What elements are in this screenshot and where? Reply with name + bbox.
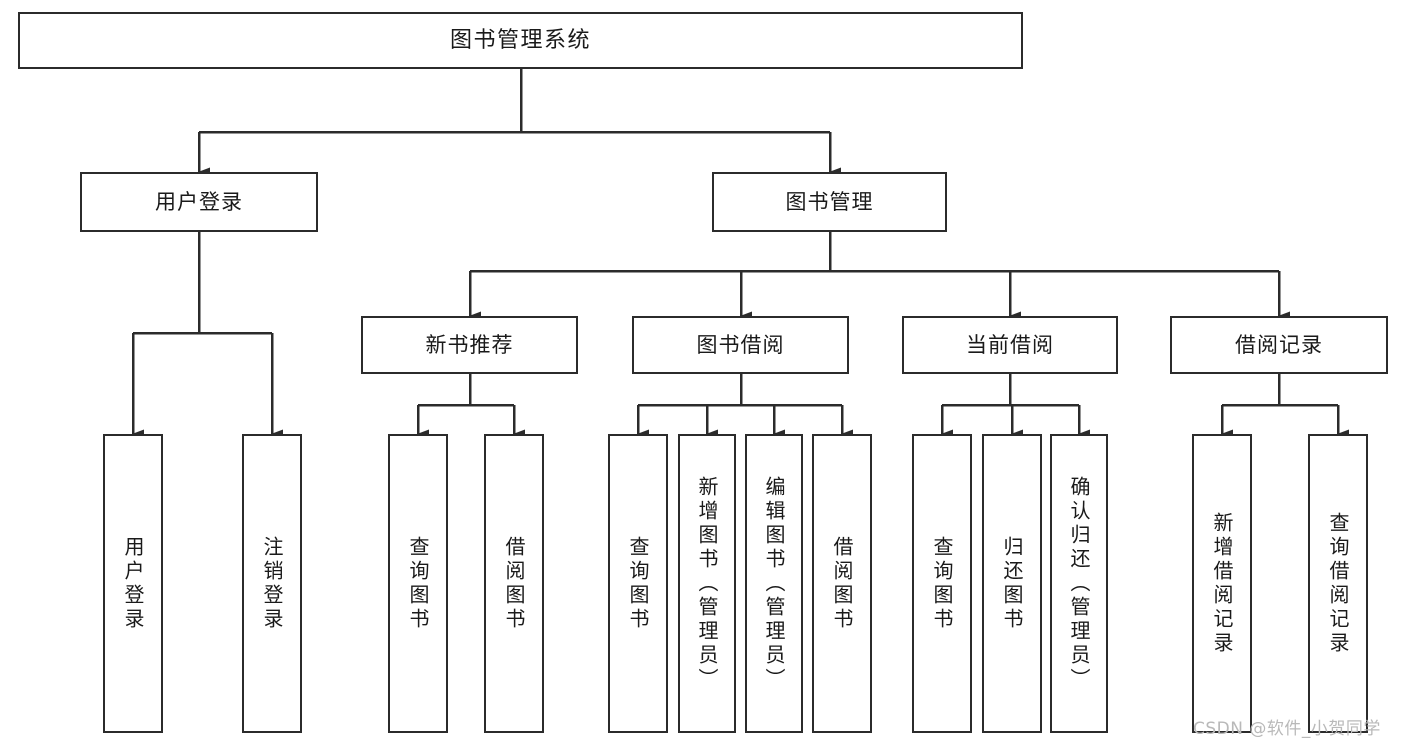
node-leaf-11[interactable]: 确认归还（管理员）	[1050, 434, 1108, 733]
node-leaf-1[interactable]: 用户登录	[103, 434, 163, 733]
node-leaf-2[interactable]: 注销登录	[242, 434, 302, 733]
node-label: 借阅图书	[830, 535, 854, 632]
node-leaf-13[interactable]: 查询借阅记录	[1308, 434, 1368, 733]
node-leaf-5[interactable]: 查询图书	[608, 434, 668, 733]
node-label: 用户登录	[121, 535, 145, 632]
node-label: 归还图书	[1000, 535, 1024, 632]
node-leaf-8[interactable]: 借阅图书	[812, 434, 872, 733]
node-label: 当前借阅	[966, 332, 1054, 357]
node-label: 新书推荐	[425, 332, 514, 357]
node-label: 查询图书	[406, 535, 430, 632]
node-leaf-6[interactable]: 新增图书（管理员）	[678, 434, 736, 733]
node-book-borrow[interactable]: 图书借阅	[632, 316, 849, 374]
node-leaf-9[interactable]: 查询图书	[912, 434, 972, 733]
node-leaf-12[interactable]: 新增借阅记录	[1192, 434, 1252, 733]
node-label: 图书管理系统	[449, 27, 591, 53]
node-leaf-4[interactable]: 借阅图书	[484, 434, 544, 733]
node-label: 新增图书（管理员）	[695, 475, 719, 692]
node-label: 查询借阅记录	[1326, 511, 1350, 656]
node-label: 注销登录	[260, 535, 284, 632]
node-new-book-rec[interactable]: 新书推荐	[361, 316, 578, 374]
node-label: 借阅记录	[1235, 332, 1323, 357]
node-label: 用户登录	[155, 189, 243, 214]
node-label: 查询图书	[930, 535, 954, 632]
node-label: 图书管理	[785, 189, 874, 214]
node-label: 查询图书	[626, 535, 650, 632]
node-label: 图书借阅	[696, 332, 785, 357]
node-borrow-record[interactable]: 借阅记录	[1170, 316, 1388, 374]
node-current-borrow[interactable]: 当前借阅	[902, 316, 1118, 374]
node-leaf-7[interactable]: 编辑图书（管理员）	[745, 434, 803, 733]
edge-group	[131, 69, 1349, 439]
node-leaf-3[interactable]: 查询图书	[388, 434, 448, 733]
node-label: 确认归还（管理员）	[1067, 475, 1091, 692]
node-label: 新增借阅记录	[1210, 511, 1234, 656]
node-leaf-10[interactable]: 归还图书	[982, 434, 1042, 733]
node-user-login[interactable]: 用户登录	[80, 172, 318, 232]
node-label: 借阅图书	[502, 535, 526, 632]
node-book-manage[interactable]: 图书管理	[712, 172, 947, 232]
node-label: 编辑图书（管理员）	[762, 475, 786, 692]
node-root[interactable]: 图书管理系统	[18, 12, 1023, 69]
